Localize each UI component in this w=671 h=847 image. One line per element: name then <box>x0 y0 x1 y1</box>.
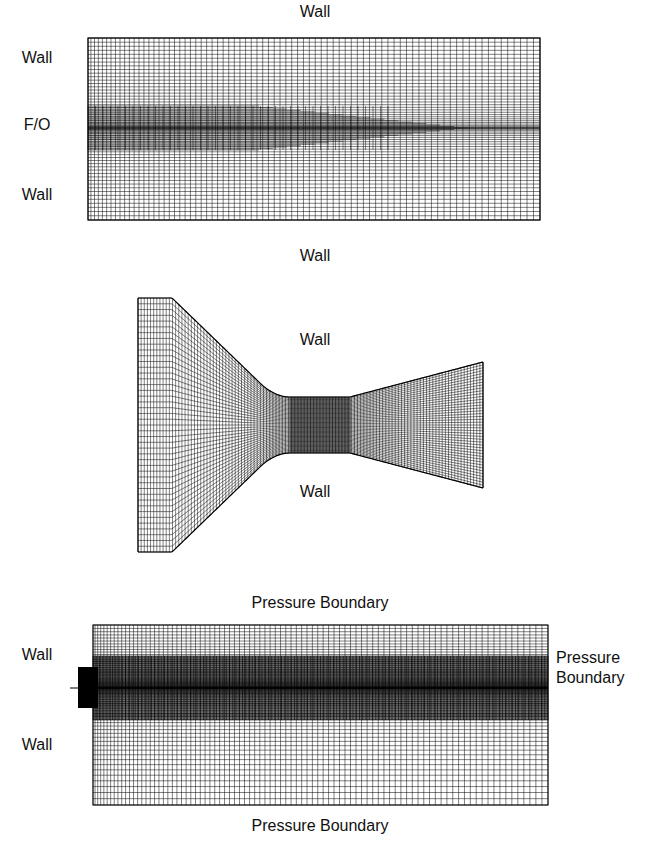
nozzle-wall <box>138 298 483 552</box>
boundary-label: Wall <box>22 185 53 205</box>
mesh-grid <box>138 298 483 552</box>
boundary-label: Wall <box>300 330 331 350</box>
boundary-label: Pressure Boundary <box>252 816 389 836</box>
boundary-label: Wall <box>22 735 53 755</box>
boundary-label: F/O <box>24 115 51 135</box>
boundary-label: Pressure Boundary <box>556 648 646 688</box>
mesh-grid <box>93 625 548 805</box>
boundary-label: Wall <box>300 482 331 502</box>
axis-tick <box>70 688 78 689</box>
mesh-grid <box>88 38 540 220</box>
boundary-label: Pressure Boundary <box>252 593 389 613</box>
boundary-label: Wall <box>300 246 331 266</box>
domain-border <box>88 38 540 220</box>
plume-refinement <box>93 656 548 720</box>
inlet-block <box>78 667 98 708</box>
domain-border <box>93 625 548 805</box>
boundary-label: Wall <box>22 48 53 68</box>
boundary-label: Wall <box>300 2 331 22</box>
boundary-label: Wall <box>22 645 53 665</box>
jet-refinement <box>88 106 468 150</box>
